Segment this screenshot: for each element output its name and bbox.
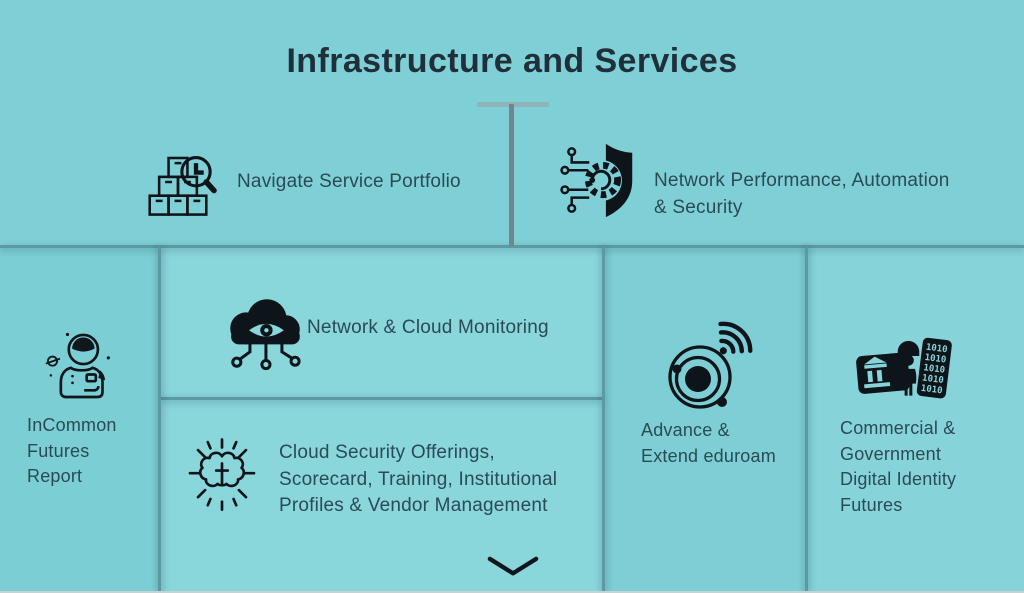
binary-text: 1010 <box>924 353 947 366</box>
brain-rays-icon <box>182 432 262 518</box>
item-label: Advance & Extend eduroam <box>641 420 776 466</box>
panel-eduroam-bg <box>604 247 805 593</box>
binary-text: 1010 <box>921 373 944 386</box>
item-label: Commercial & Government Digital Identity… <box>840 418 957 515</box>
page-title: Infrastructure and Services <box>286 42 738 80</box>
vertical-divider-middle <box>602 247 605 593</box>
panel-digital-identity-bg <box>807 247 1024 593</box>
vertical-divider-left <box>158 247 161 593</box>
item-label: Navigate Service Portfolio <box>237 171 461 192</box>
item-label: Network & Cloud Monitoring <box>307 317 549 338</box>
chevron-down-icon[interactable] <box>486 555 540 579</box>
item-label: Network Performance, Automation & Securi… <box>654 170 950 218</box>
astronaut-icon <box>40 326 120 408</box>
id-card-binary-icon: 1010 1010 1010 1010 1010 <box>852 330 952 413</box>
shield-gear-circuit-icon <box>560 134 642 228</box>
binary-text: 1010 <box>925 343 948 356</box>
item-label: InCommon Futures Report <box>27 415 117 486</box>
vertical-divider-right <box>805 247 808 593</box>
binary-text: 1010 <box>923 363 946 376</box>
bottom-edge-line <box>0 591 1024 593</box>
horizontal-divider <box>0 245 1024 248</box>
panel-middle-bg <box>161 247 602 593</box>
middle-panel-divider <box>161 397 602 400</box>
boxes-magnifier-icon <box>148 140 220 224</box>
item-label: Cloud Security Offerings, Scorecard, Tra… <box>279 442 558 516</box>
cloud-eye-network-icon <box>218 290 312 378</box>
title-connector-stem <box>509 104 514 246</box>
orbit-wifi-icon <box>652 318 756 422</box>
binary-text: 1010 <box>920 384 943 397</box>
panel-incommon-bg <box>0 247 159 593</box>
